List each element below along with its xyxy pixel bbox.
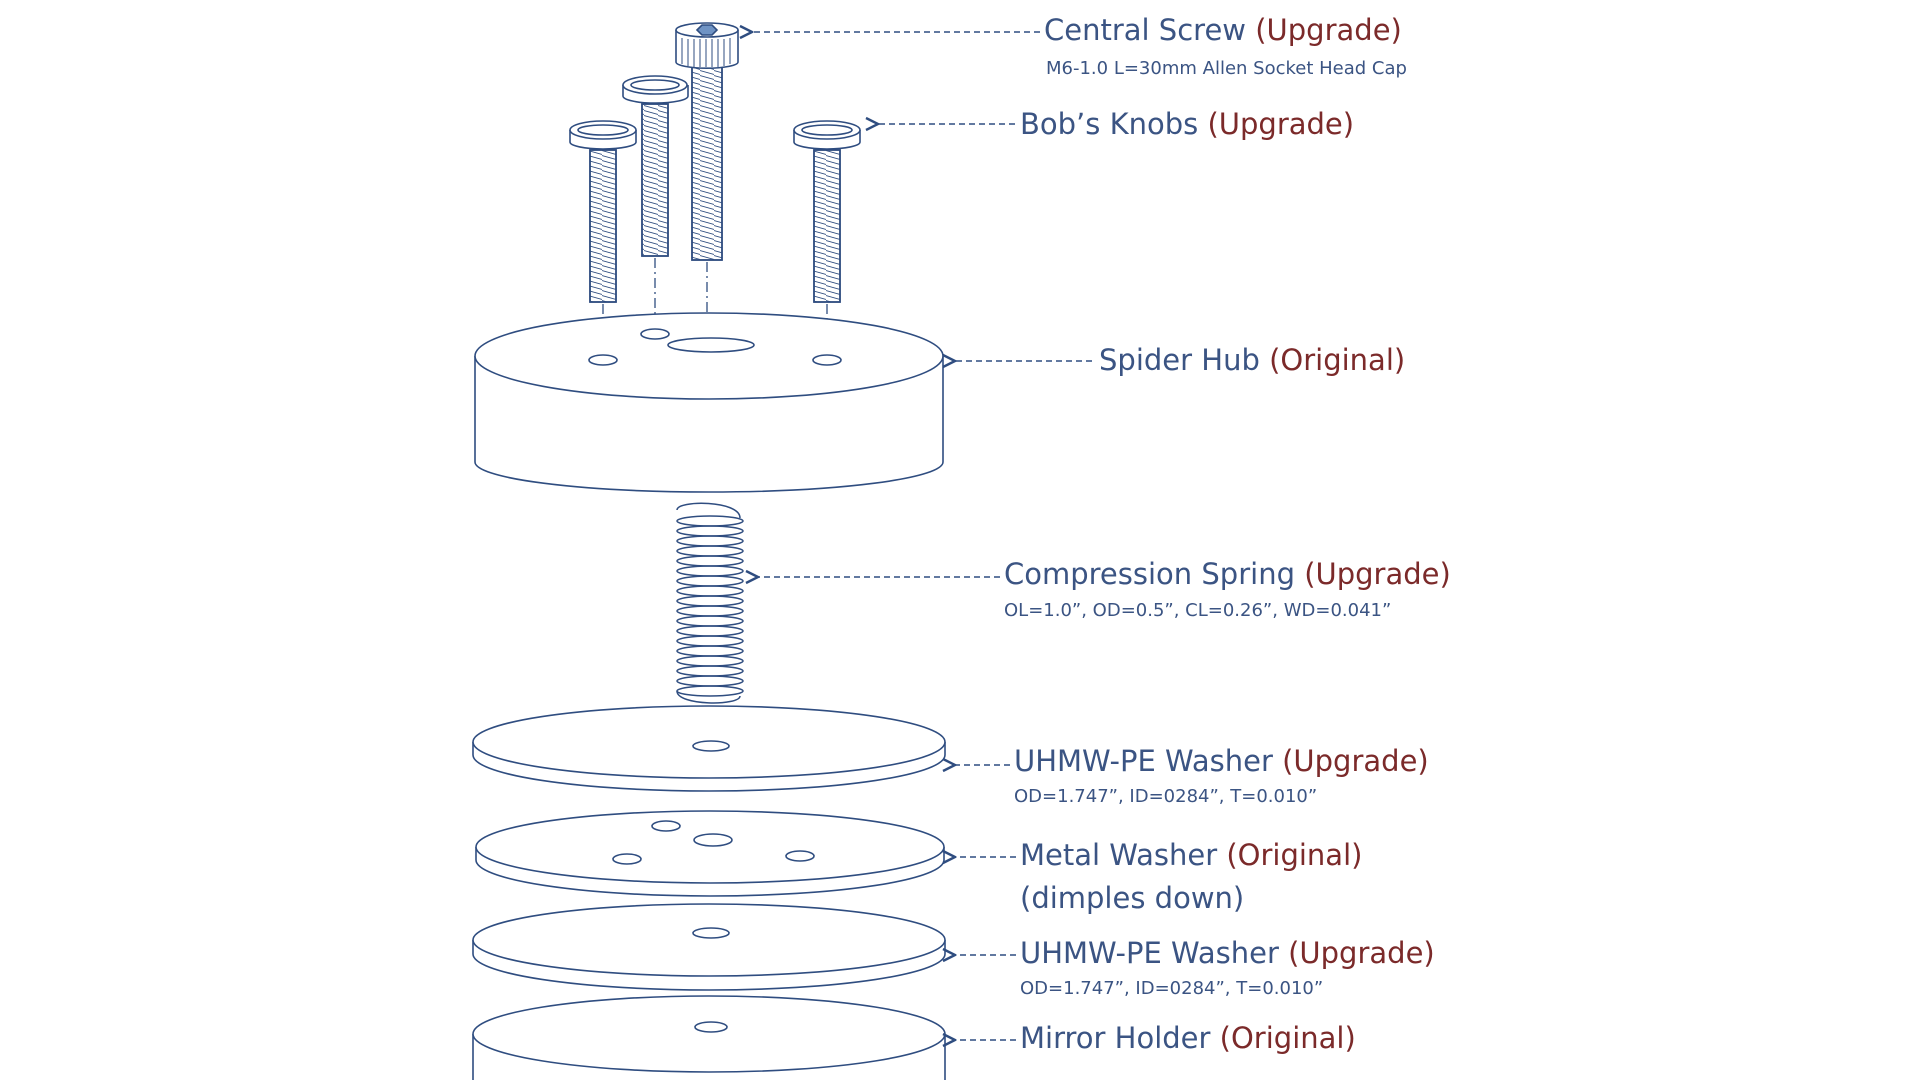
uhmw-washer-bottom <box>472 903 946 991</box>
label-bobs-knobs: Bob’s Knobs (Upgrade) <box>1020 110 1354 139</box>
uhmw-washer-top-spec: OD=1.747”, ID=0284”, T=0.010” <box>1014 786 1318 807</box>
uhmw-washer-top-tag: (Upgrade) <box>1282 744 1429 778</box>
leader-arrows <box>752 32 1092 1040</box>
compression-spring <box>676 502 744 704</box>
label-central-screw: Central Screw (Upgrade) <box>1044 16 1402 45</box>
uhmw-washer-bottom-name: UHMW-PE Washer <box>1020 936 1279 970</box>
compression-spring-spec: OL=1.0”, OD=0.5”, CL=0.26”, WD=0.041” <box>1004 600 1392 621</box>
mirror-holder <box>472 995 946 1080</box>
spider-hub-tag: (Original) <box>1269 343 1406 377</box>
bobs-knobs-name: Bob’s Knobs <box>1020 107 1199 141</box>
spider-hub-name: Spider Hub <box>1099 343 1260 377</box>
metal-washer-note: (dimples down) <box>1020 881 1245 915</box>
uhmw-washer-bottom-spec: OD=1.747”, ID=0284”, T=0.010” <box>1020 978 1324 999</box>
metal-washer <box>475 810 945 897</box>
uhmw-washer-top <box>472 705 946 792</box>
uhmw-washer-top-name: UHMW-PE Washer <box>1014 744 1273 778</box>
compression-spring-name: Compression Spring <box>1004 557 1295 591</box>
metal-washer-tag: (Original) <box>1226 838 1363 872</box>
spider-hub <box>474 312 944 493</box>
label-metal-washer: Metal Washer (Original) <box>1020 841 1362 870</box>
label-spider-hub: Spider Hub (Original) <box>1099 346 1405 375</box>
central-screw <box>675 22 739 261</box>
label-uhmw-washer-bottom: UHMW-PE Washer (Upgrade) <box>1020 939 1435 968</box>
label-uhmw-washer-top: UHMW-PE Washer (Upgrade) <box>1014 747 1429 776</box>
central-screw-spec: M6-1.0 L=30mm Allen Socket Head Cap <box>1046 58 1407 79</box>
metal-washer-name: Metal Washer <box>1020 838 1218 872</box>
bobs-knobs-tag: (Upgrade) <box>1207 107 1355 141</box>
central-screw-tag: (Upgrade) <box>1255 13 1402 47</box>
compression-spring-tag: (Upgrade) <box>1304 557 1451 591</box>
knob-left <box>569 120 637 303</box>
label-compression-spring: Compression Spring (Upgrade) <box>1004 560 1451 589</box>
mirror-holder-name: Mirror Holder <box>1020 1021 1211 1055</box>
knob-middle <box>622 75 689 257</box>
central-screw-name: Central Screw <box>1044 13 1247 47</box>
uhmw-washer-bottom-tag: (Upgrade) <box>1288 936 1435 970</box>
mirror-holder-tag: (Original) <box>1219 1021 1356 1055</box>
knob-right <box>793 120 861 303</box>
label-mirror-holder: Mirror Holder (Original) <box>1020 1024 1356 1053</box>
